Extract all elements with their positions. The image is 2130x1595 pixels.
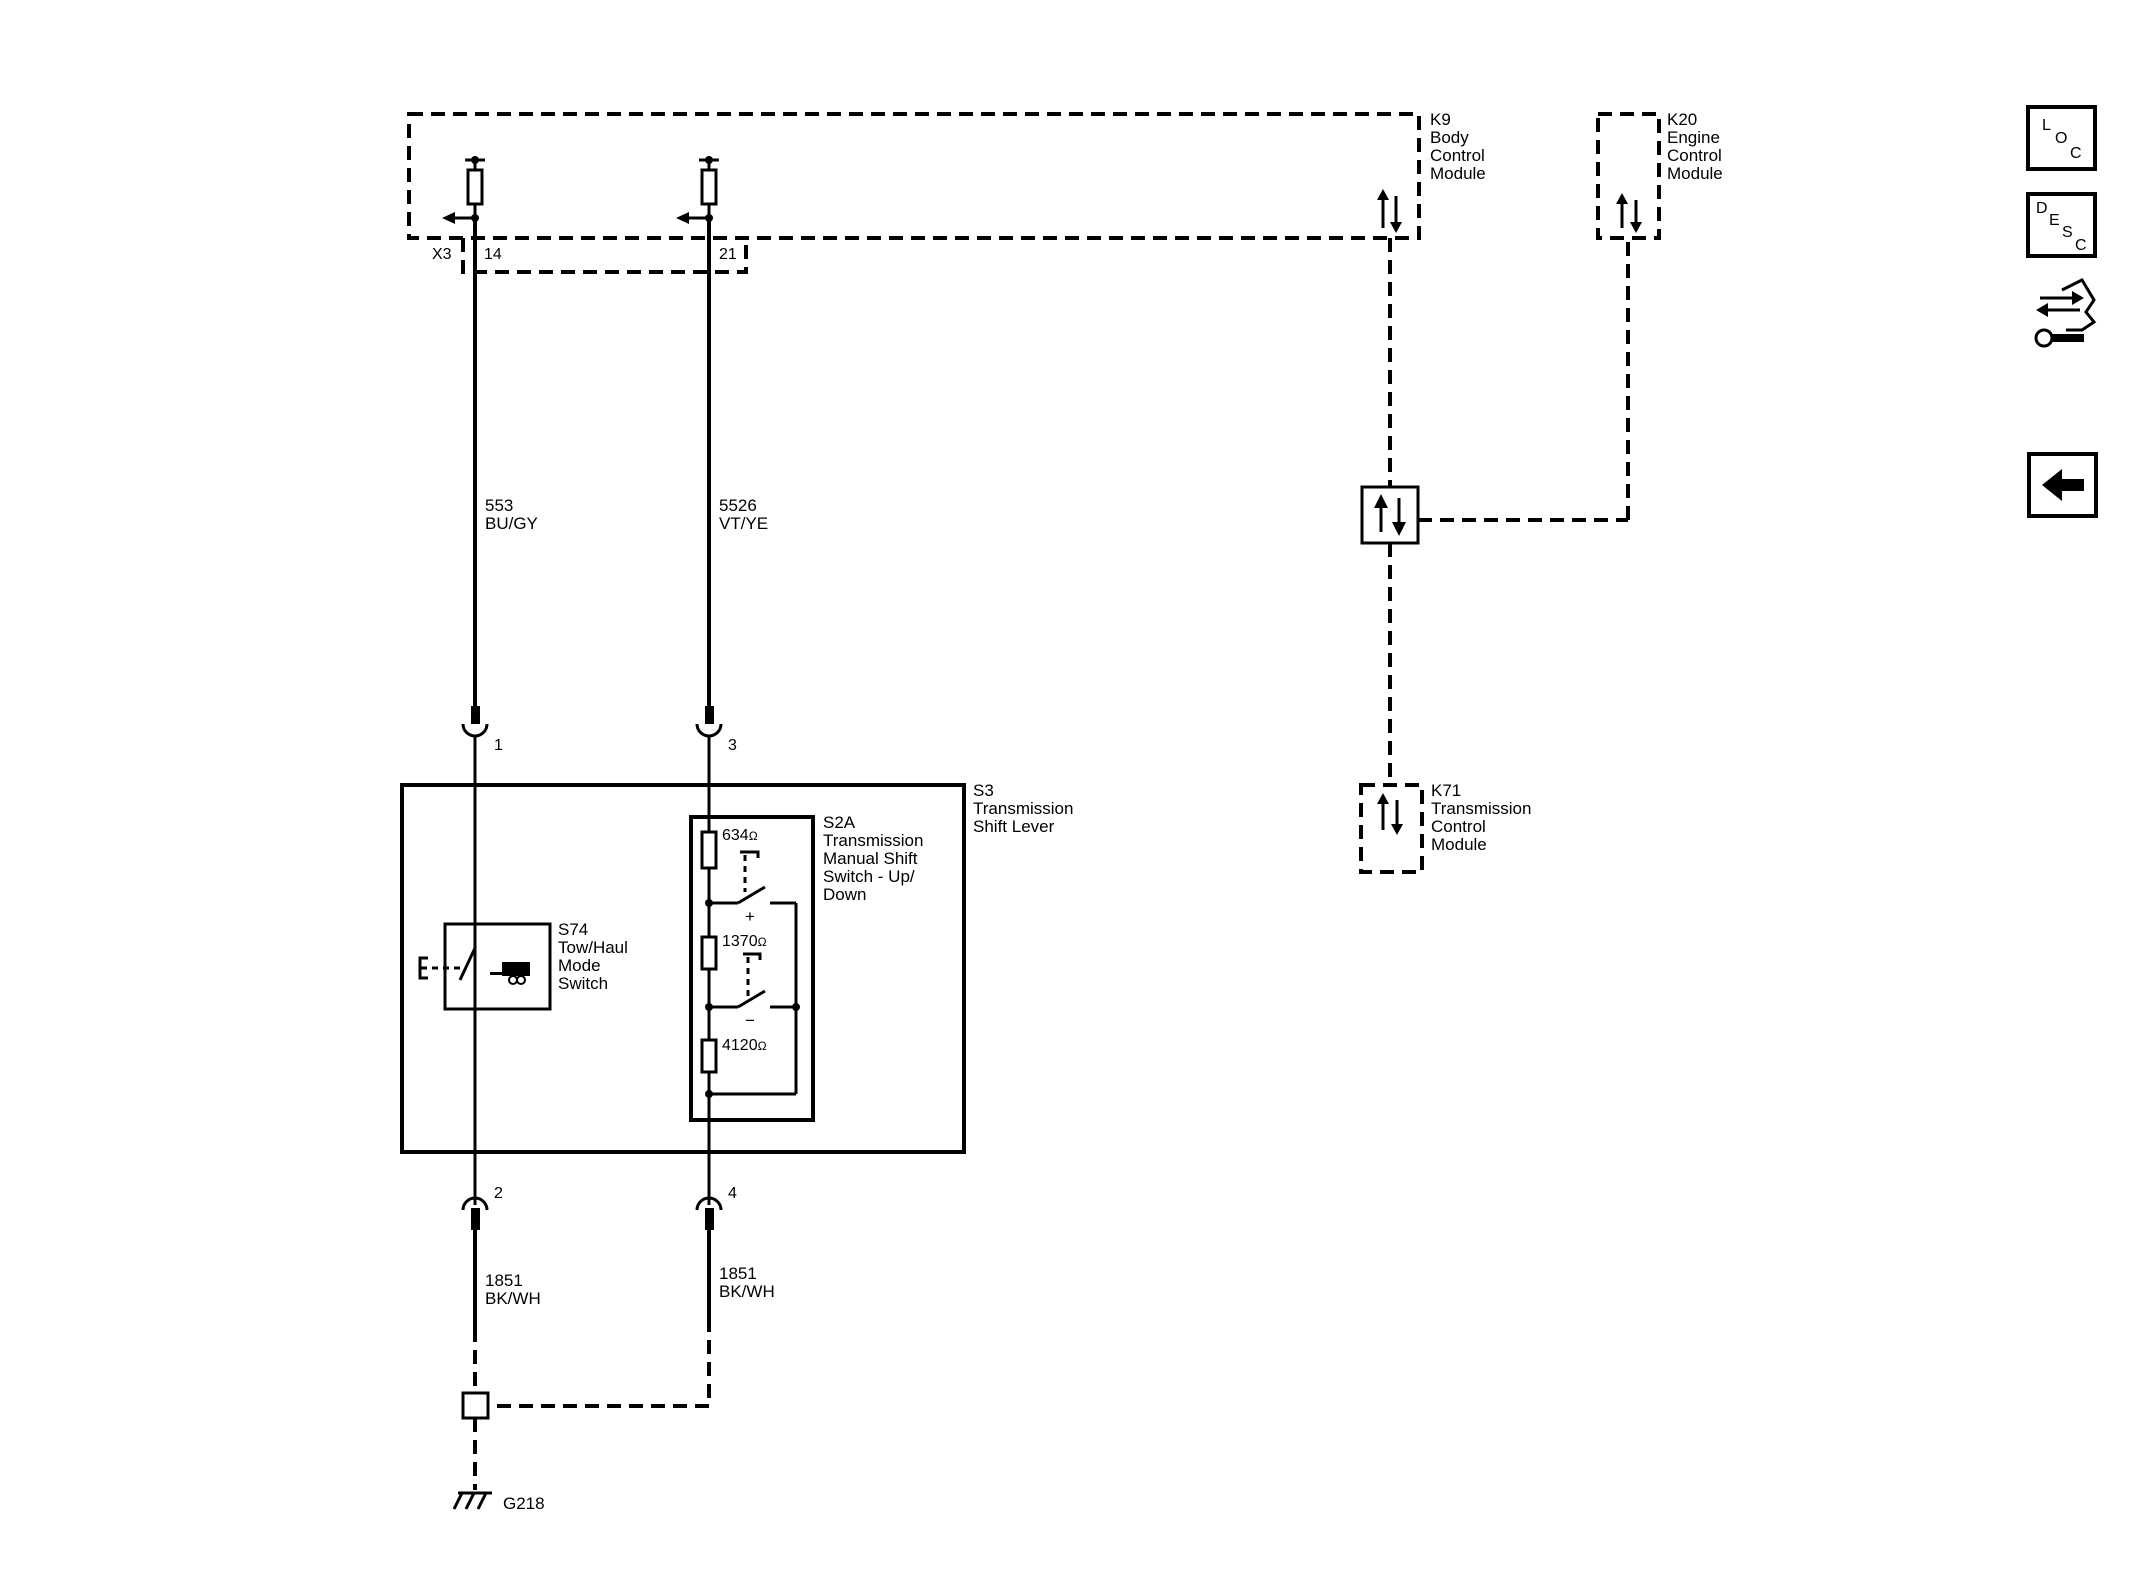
downshift-switch-contact: − [709, 952, 796, 1030]
ground-wire-right: 1851 BK/WH [489, 1230, 775, 1408]
k9-line3: Module [1430, 164, 1486, 183]
back-arrow-icon [2042, 469, 2084, 501]
k20-line2: Control [1667, 146, 1722, 165]
svg-text:E: E [2049, 212, 2060, 229]
resistor-634-value: 634Ω [722, 827, 758, 844]
s2a-id: S2A [823, 813, 856, 832]
wire-5526-color: VT/YE [719, 514, 768, 533]
resistor-1370-value: 1370Ω [722, 933, 767, 950]
pin-2-connector: 2 [461, 1185, 503, 1230]
svg-text:C: C [2070, 145, 2082, 162]
k20-data-arrows-icon [1616, 193, 1642, 233]
s74-id: S74 [558, 920, 588, 939]
loc-button[interactable]: L O C [2026, 105, 2097, 171]
resistor-1370: 1370Ω [700, 933, 767, 971]
s74-line2: Mode [558, 956, 601, 975]
wire-553-color: BU/GY [485, 514, 538, 533]
svg-text:C: C [2075, 237, 2087, 254]
s2a-manual-shift-switch: S2A Transmission Manual Shift Switch - U… [689, 785, 923, 1205]
s74-line3: Switch [558, 974, 608, 993]
s2a-line2: Manual Shift [823, 849, 918, 868]
k9-input-terminal-14 [442, 156, 485, 224]
resistor-4120: 4120Ω [700, 1037, 767, 1074]
upshift-switch-contact: + [709, 850, 796, 926]
s2a-line3: Switch - Up/ [823, 867, 915, 886]
s2a-line4: Down [823, 885, 866, 904]
connector-x3-pin-14: 14 [484, 246, 502, 263]
svg-text:L: L [2042, 117, 2051, 134]
serial-data-network [1360, 238, 1630, 785]
k9-input-terminal-21 [676, 156, 719, 224]
svg-text:S: S [2062, 224, 2073, 241]
s3-transmission-shift-lever: S3 Transmission Shift Lever [400, 781, 1073, 1154]
k20-line1: Engine [1667, 128, 1720, 147]
s74-tow-haul-mode-switch: S74 Tow/Haul Mode Switch [418, 920, 628, 1011]
s3-line2: Shift Lever [973, 817, 1055, 836]
wire-left: 553 BU/GY [473, 220, 538, 722]
svg-text:D: D [2036, 200, 2048, 217]
connector-x3-label: X3 [432, 246, 452, 263]
wire-right: 5526 VT/YE [707, 220, 768, 722]
k71-id: K71 [1431, 781, 1461, 800]
wire-1851-left-circuit: 1851 [485, 1271, 523, 1290]
k71-line2: Control [1431, 817, 1486, 836]
svg-text:O: O [2055, 130, 2067, 147]
wire-5526-circuit: 5526 [719, 496, 757, 515]
s3-id: S3 [973, 781, 994, 800]
connector-x3: X3 14 21 [432, 238, 748, 274]
s3-line1: Transmission [973, 799, 1073, 818]
pin-3-connector: 3 [695, 706, 737, 785]
ground-splice [461, 1391, 490, 1490]
k20-id: K20 [1667, 110, 1697, 129]
resistor-634: 634Ω [700, 827, 758, 870]
k9-body-control-module: K9 Body Control Module [407, 110, 1486, 240]
desc-button[interactable]: D E S C [2026, 192, 2097, 258]
upshift-plus-sign: + [745, 907, 755, 926]
k9-line1: Body [1430, 128, 1469, 147]
connector-x3-pin-21: 21 [719, 246, 737, 263]
k9-data-arrows-icon [1377, 189, 1402, 233]
pin-3-label: 3 [728, 737, 737, 754]
connector-repair-icon[interactable] [2034, 278, 2097, 348]
resistor-4120-value: 4120Ω [722, 1037, 767, 1054]
wire-1851-right-color: BK/WH [719, 1282, 775, 1301]
downshift-minus-sign: − [745, 1011, 755, 1030]
k9-line2: Control [1430, 146, 1485, 165]
pin-4-connector: 4 [695, 1185, 737, 1230]
pin-2-label: 2 [494, 1185, 503, 1202]
k20-engine-control-module: K20 Engine Control Module [1596, 110, 1723, 240]
ground-wire-left: 1851 BK/WH [473, 1230, 541, 1393]
k20-line3: Module [1667, 164, 1723, 183]
k71-line1: Transmission [1431, 799, 1531, 818]
s2a-line1: Transmission [823, 831, 923, 850]
gateway-junction-icon [1360, 485, 1420, 545]
wire-1851-right-circuit: 1851 [719, 1264, 757, 1283]
pin-1-connector: 1 [461, 706, 503, 785]
s74-line1: Tow/Haul [558, 938, 628, 957]
k71-data-arrows-icon [1377, 793, 1403, 835]
k9-id: K9 [1430, 110, 1451, 129]
wire-1851-left-color: BK/WH [485, 1289, 541, 1308]
pin-4-label: 4 [728, 1185, 737, 1202]
ground-g218-label: G218 [503, 1494, 545, 1513]
pin-1-label: 1 [494, 737, 503, 754]
wire-553-circuit: 553 [485, 496, 513, 515]
back-arrow-button[interactable] [2027, 452, 2098, 518]
trailer-icon [490, 962, 530, 985]
k71-line3: Module [1431, 835, 1487, 854]
k71-transmission-control-module: K71 Transmission Control Module [1359, 781, 1531, 874]
ground-g218: G218 [452, 1491, 545, 1513]
